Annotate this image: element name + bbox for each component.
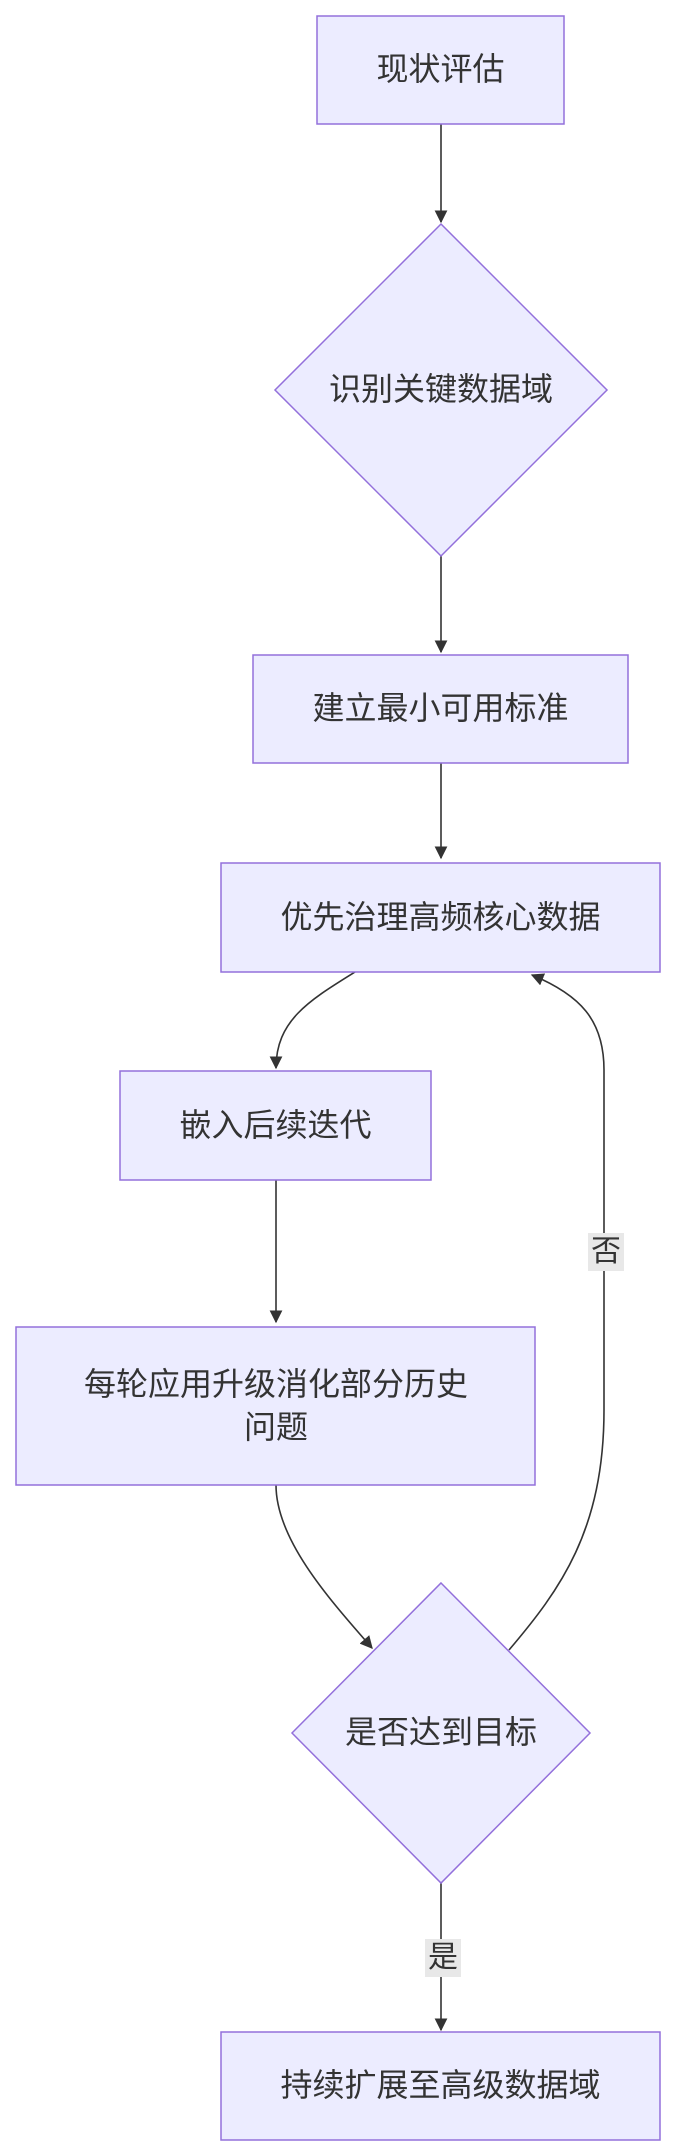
- node-n1-shape: [316, 15, 565, 125]
- node-n4-label: 优先治理高频核心数据: [280, 897, 601, 936]
- node-n2-shape: [273, 222, 609, 558]
- node-n6-label: 每轮应用升级消化部分历史问题: [83, 1364, 468, 1446]
- node-n8-shape: [220, 2031, 661, 2141]
- node-n7-label: 是否达到目标: [344, 1713, 537, 1752]
- node-n3-shape: [252, 654, 629, 764]
- edge-n4-n5: [269, 971, 356, 1070]
- node-n5-shape: [119, 1070, 432, 1181]
- node-n2-label: 识别关键数据域: [328, 370, 553, 409]
- node-n4-shape: [220, 862, 661, 973]
- edge-n6-n7: [275, 1484, 373, 1649]
- node-n3-label: 建立最小可用标准: [312, 689, 569, 728]
- node-n1-label: 现状评估: [376, 50, 505, 89]
- node-n5-label: 嵌入后续迭代: [179, 1105, 372, 1144]
- edge-label-no: 否: [588, 1233, 624, 1271]
- edge-label-yes: 是: [425, 1939, 461, 1977]
- edge-n7-n4-no: [508, 973, 605, 1651]
- node-n6-shape: [15, 1326, 536, 1486]
- node-n8-label: 持续扩展至高级数据域: [280, 2066, 601, 2105]
- node-n7-shape: [290, 1581, 592, 1885]
